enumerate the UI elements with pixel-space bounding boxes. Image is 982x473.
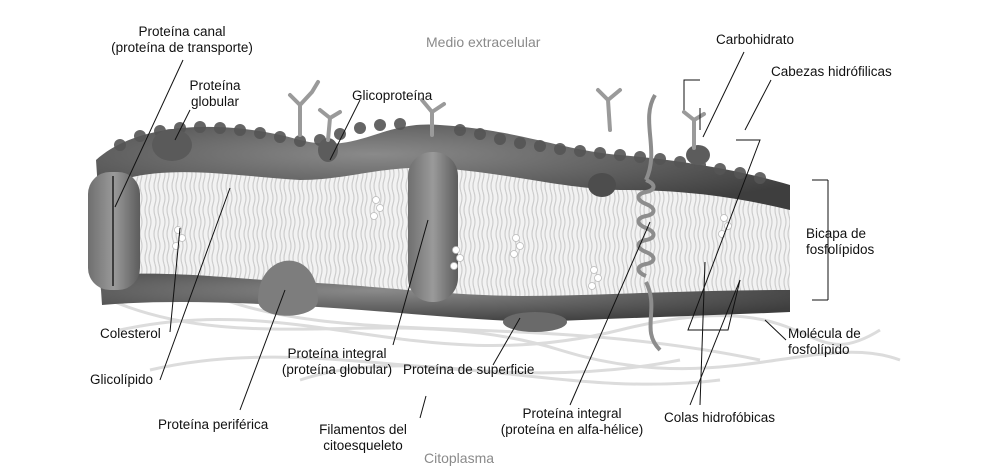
label-peripheral-protein: Proteína periférica: [158, 417, 268, 433]
label-cytoskeleton-filaments: Filamentos del citoesqueleto: [308, 422, 418, 454]
label-channel-protein: Proteína canal (proteína de transporte): [87, 24, 277, 56]
label-glycoprotein: Glicoproteína: [352, 88, 432, 104]
label-cholesterol: Colesterol: [100, 326, 161, 342]
extracellular-region-label: Medio extracelular: [426, 34, 540, 50]
label-integral-protein-helix: Proteína integral (proteína en alfa-héli…: [487, 406, 657, 438]
globular-protein-shape: [152, 129, 192, 161]
surface-protein-shape: [503, 312, 567, 332]
label-carbohydrate: Carbohidrato: [716, 32, 794, 48]
label-integral-protein-globular: Proteína integral (proteína globular): [270, 346, 404, 378]
label-hydrophilic-heads: Cabezas hidrófilicas: [771, 64, 892, 80]
label-phospholipid-molecule: Molécula de fosfolípido: [788, 326, 861, 358]
label-surface-protein: Proteína de superficie: [403, 362, 534, 378]
integral-globular-protein-shape: [408, 152, 458, 302]
label-hydrophobic-tails: Colas hidrofóbicas: [664, 410, 775, 426]
cytoplasm-region-label: Citoplasma: [424, 450, 494, 466]
label-glycolipid: Glicolípido: [90, 372, 153, 388]
label-phospholipid-bilayer: Bicapa de fosfolípidos: [806, 226, 874, 258]
label-globular-protein: Proteína globular: [180, 78, 250, 110]
